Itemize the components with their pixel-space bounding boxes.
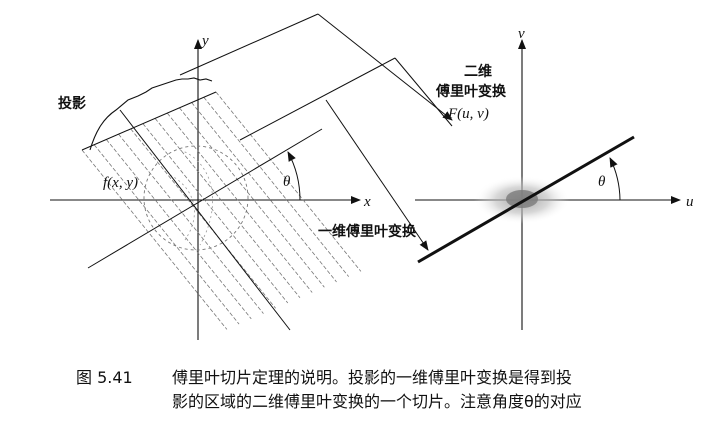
F-uv-label: F(u, v): [447, 106, 489, 122]
y-axis-label: y: [200, 33, 209, 49]
figure-number: 图 5.41: [76, 368, 133, 387]
projection-ray: [179, 107, 325, 288]
caption-line-2: 影的区域的二维傅里叶变换的一个切片。注意角度θ的对应: [172, 392, 582, 411]
theta-label-left: θ: [283, 174, 291, 190]
projection-ray: [93, 144, 240, 325]
transform-connectors: [239, 13, 453, 251]
x-axis-label: x: [363, 194, 371, 210]
projection-ray: [191, 102, 337, 283]
one-d-ft-label: 一维傅里叶变换: [318, 223, 417, 240]
figure-canvas: x y f(x, y) 投影 θ u v θ 一维傅里叶变换 二维 傅里叶变换 …: [50, 13, 694, 340]
v-axis-label: v: [518, 26, 525, 42]
detector-line: [81, 91, 217, 151]
ray-frame-top: [179, 13, 319, 76]
projection-ray: [142, 123, 289, 304]
rotated-axis: [119, 109, 291, 331]
theta-label-right: θ: [598, 174, 606, 190]
u-axis-label: u: [686, 194, 694, 210]
projection-ray: [154, 118, 301, 299]
projection-label: 投影: [58, 96, 86, 112]
detector-axis: [87, 128, 323, 269]
projection-ray: [166, 112, 313, 293]
right-panel: u v θ: [415, 26, 694, 330]
theta-arc-left: [287, 151, 301, 201]
connector-mid: [239, 57, 396, 141]
two-d-ft-label-line1: 二维: [464, 63, 492, 80]
projection-ray: [81, 149, 228, 330]
object-region: [143, 145, 249, 251]
projection-profile: [89, 77, 213, 151]
projection-ray: [118, 133, 264, 314]
projection-ray: [106, 139, 252, 320]
projection-ray: [203, 97, 350, 277]
projection-ray: [215, 91, 362, 272]
connector-mid2: [394, 57, 453, 127]
connector-upper: [317, 13, 453, 121]
function-label: f(x, y): [103, 175, 138, 191]
two-d-ft-label-line2: 傅里叶变换: [435, 83, 507, 100]
figure-caption: 图 5.41 傅里叶切片定理的说明。投影的一维傅里叶变换是得到投 影的区域的二维傅…: [76, 366, 716, 414]
slice-line: [417, 135, 635, 264]
projection-rays: [81, 91, 362, 330]
caption-line-1: 傅里叶切片定理的说明。投影的一维傅里叶变换是得到投: [172, 368, 573, 387]
left-panel: x y f(x, y) 投影 θ: [50, 13, 371, 340]
spectrum-core: [506, 190, 538, 208]
object-inner-dots: [169, 149, 213, 246]
theta-arc-right: [609, 157, 621, 201]
projection-ray: [130, 128, 276, 309]
connector-lower: [325, 99, 429, 251]
